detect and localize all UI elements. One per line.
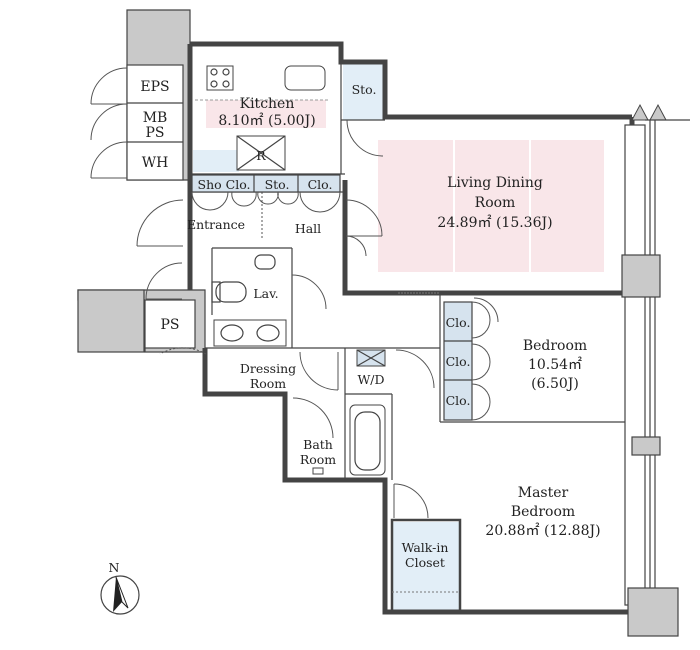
ps-shaft-label: PS	[145, 125, 164, 141]
storage-entrance-label: Sto.	[265, 177, 290, 192]
bedroom-jo: (6.50J)	[531, 376, 579, 392]
bath-label-line1: Bath	[303, 437, 333, 452]
storage-shade	[343, 62, 383, 120]
south-wall	[202, 348, 632, 615]
bedroom-closet-3: Clo.	[446, 393, 471, 408]
mb-label: MB	[143, 110, 168, 126]
bedroom-closet-block	[443, 301, 473, 421]
compass-north: N	[109, 560, 120, 575]
eps-label: EPS	[140, 79, 169, 95]
refrigerator-label: R	[256, 148, 266, 163]
kitchen-label: Kitchen	[240, 96, 295, 112]
dressing-label-line1: Dressing	[240, 361, 296, 376]
lavatory-label: Lav.	[253, 286, 278, 301]
hall-label: Hall	[295, 221, 321, 236]
living-dining-shade	[378, 140, 604, 272]
walkin-shade	[392, 522, 460, 610]
washer-dryer-label: W/D	[357, 372, 384, 387]
shoe-closet-label: Sho Clo.	[198, 177, 251, 192]
kitchen-shade	[206, 100, 326, 128]
storage-top-label: Sto.	[352, 82, 377, 97]
walkin-label-line1: Walk-in	[402, 540, 449, 555]
bathtub-icon	[349, 404, 386, 476]
north-wall	[190, 41, 632, 120]
walkin-label-line2: Closet	[405, 555, 445, 570]
vanity-icon	[213, 319, 287, 347]
master-label-line2: Bedroom	[511, 504, 575, 520]
kitchen-area: 8.10㎡ (5.00J)	[218, 113, 315, 129]
bedroom-closet-1: Clo.	[446, 315, 471, 330]
entrance-closet-row	[191, 174, 341, 193]
ldr-label-line1: Living Dining	[447, 175, 543, 191]
bedroom-closet-2: Clo.	[446, 354, 471, 369]
sink-icon	[284, 65, 326, 91]
ldr-label-line2: Room	[475, 195, 516, 211]
dressing-label-line2: Room	[250, 376, 286, 391]
balcony-window-strip	[624, 124, 646, 606]
master-area: 20.88㎡ (12.88J)	[485, 523, 600, 539]
stove-icon	[206, 65, 234, 91]
master-label-line1: Master	[518, 485, 569, 501]
bedroom-area: 10.54㎡	[528, 357, 582, 373]
lav-sink-icon	[254, 254, 276, 270]
bath-label-line2: Room	[300, 452, 336, 467]
compass-icon: N	[100, 560, 140, 615]
ps-label: PS	[160, 317, 179, 333]
toilet-icon	[215, 281, 247, 303]
ldr-area: 24.89㎡ (15.36J)	[437, 215, 552, 231]
bedroom-label: Bedroom	[523, 338, 587, 354]
entrance-label: Entrance	[187, 217, 245, 232]
closet-entrance-label: Clo.	[308, 177, 333, 192]
wh-label: WH	[142, 155, 169, 171]
